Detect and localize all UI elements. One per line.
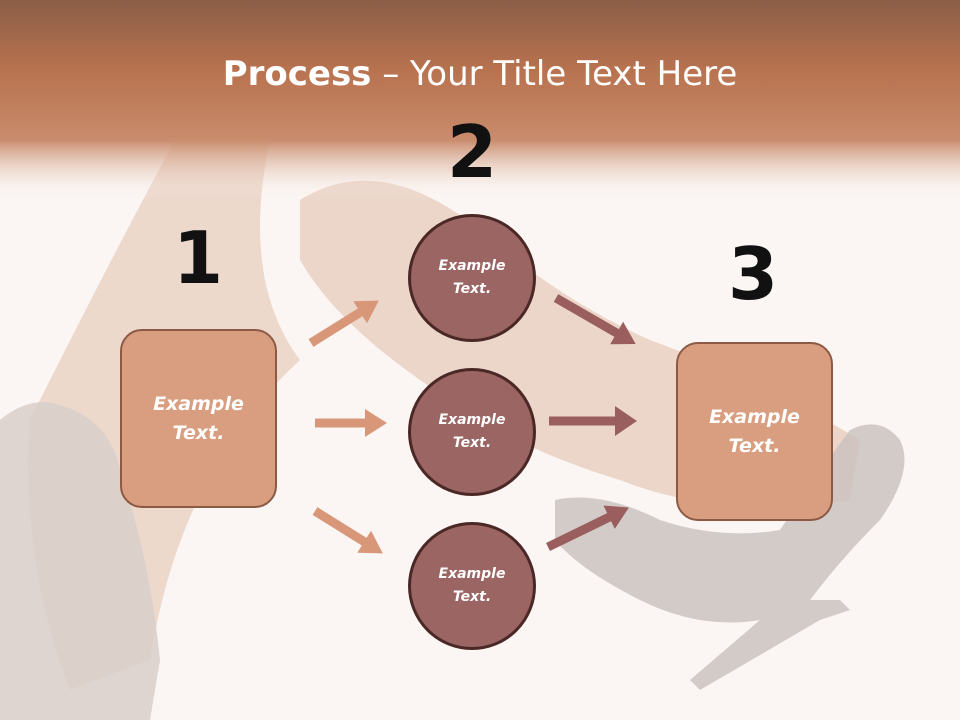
title-rest: – Your Title Text Here — [371, 54, 738, 94]
step-number-3: 3 — [727, 232, 779, 316]
arrow-down-right-1 — [312, 507, 383, 554]
arrow-right-2 — [549, 406, 637, 436]
box-step-3: Example Text. — [676, 342, 833, 521]
arrow-up-right-1 — [308, 300, 379, 347]
circle-step-2-top: Example Text. — [408, 214, 536, 342]
box-step-1-text: Example Text. — [153, 392, 244, 444]
circle-step-2-bottom: Example Text. — [408, 522, 536, 650]
circle-bottom-text: Example Text. — [438, 566, 506, 605]
circle-step-2-middle: Example Text. — [408, 368, 536, 496]
step-number-1: 1 — [172, 216, 224, 300]
box-step-3-text: Example Text. — [709, 405, 800, 457]
slide-title: Process – Your Title Text Here — [0, 52, 960, 96]
title-bold: Process — [222, 54, 372, 94]
circle-top-text: Example Text. — [438, 258, 506, 297]
box-step-1: Example Text. — [120, 329, 277, 508]
circle-middle-text: Example Text. — [438, 412, 506, 451]
arrow-down-right-2 — [553, 294, 636, 345]
arrow-right-1 — [315, 409, 387, 437]
arrow-up-right-2 — [546, 505, 629, 552]
step-number-2: 2 — [446, 110, 498, 194]
